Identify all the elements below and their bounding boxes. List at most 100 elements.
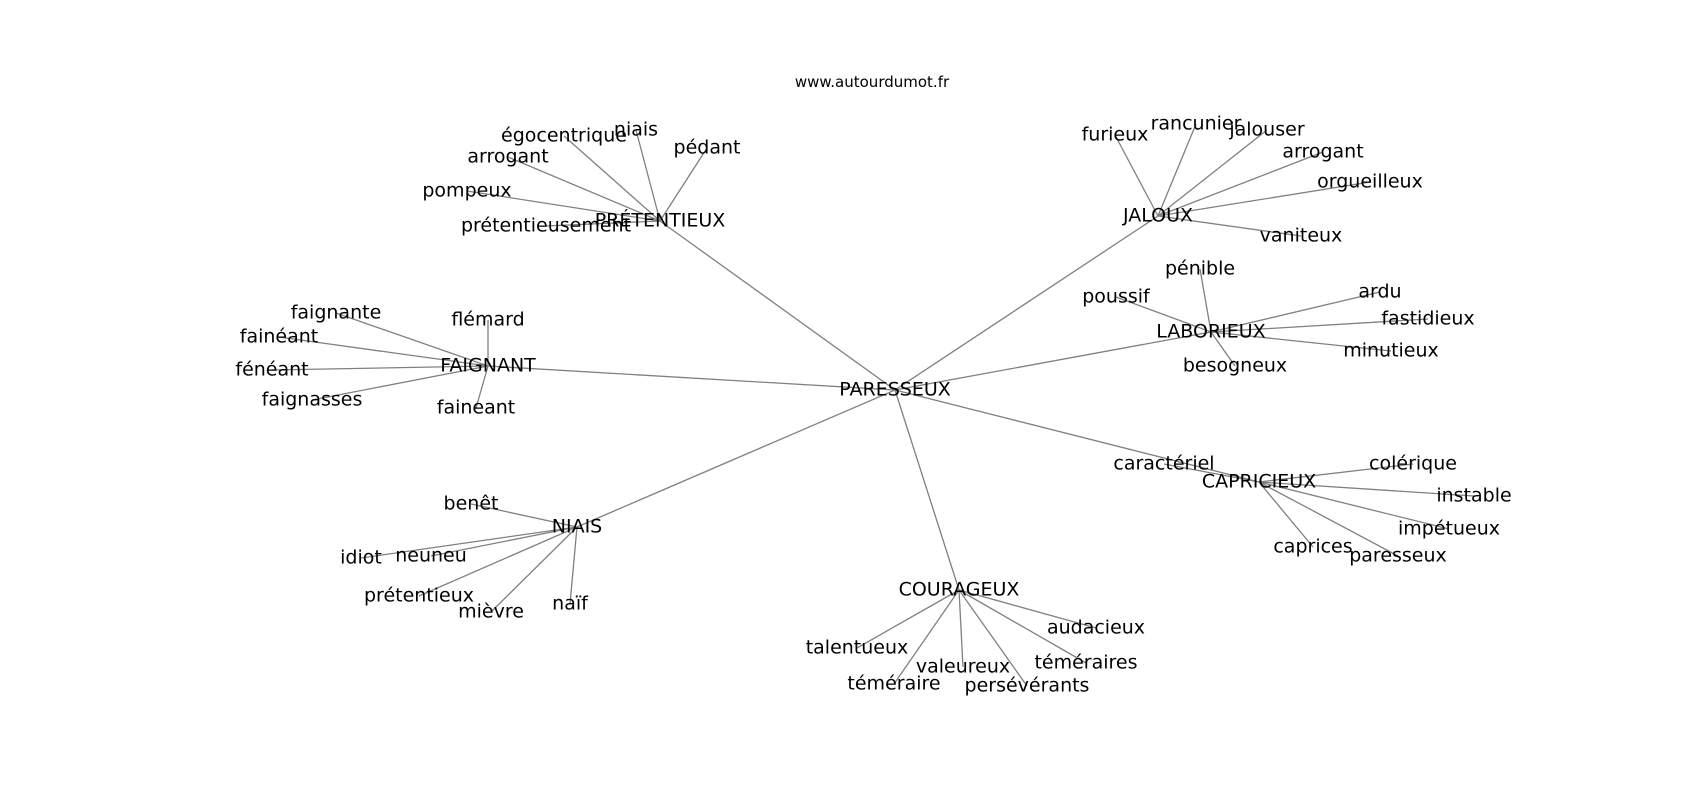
hub-node-label-jaloux: JALOUX <box>1122 205 1193 227</box>
leaf-node-label: égocentrique <box>501 125 627 147</box>
edge-jaloux-leaf <box>1157 215 1302 237</box>
leaf-node-label: besogneux <box>1183 355 1287 377</box>
leaf-node-label: furieux <box>1082 124 1149 146</box>
leaf-node-label: rancunier <box>1151 113 1242 135</box>
edge-laborieux-leaf <box>1210 318 1429 333</box>
leaf-node-label: arrogant <box>1282 141 1363 163</box>
edge-faignant-leaf <box>278 336 489 367</box>
edge-center-jaloux <box>894 215 1159 391</box>
edge-center-capricieux <box>894 389 1260 483</box>
leaf-node-label: poussif <box>1082 286 1151 308</box>
leaf-node-label: téméraire <box>847 673 940 695</box>
edge-pretentieux-leaf <box>635 129 661 222</box>
hub-node-label-faignant: FAIGNANT <box>440 355 536 377</box>
edge-pretentieux-leaf <box>659 147 708 222</box>
leaf-node-label: caprices <box>1273 536 1352 558</box>
leaf-node-label: jalouser <box>1228 119 1304 141</box>
leaf-node-label: flémard <box>451 309 524 331</box>
edge-jaloux-leaf <box>1157 181 1371 217</box>
edge-jaloux-leaf <box>1157 129 1268 217</box>
leaf-node-label: faineant <box>437 397 515 419</box>
hub-node-label-capricieux: CAPRICIEUX <box>1202 471 1316 493</box>
center-node-label: PARESSEUX <box>839 379 951 401</box>
edge-capricieux-leaf <box>1258 481 1450 530</box>
leaf-node-label: idiot <box>340 547 382 569</box>
leaf-node-label: fénéant <box>235 359 308 381</box>
edge-courageux-leaf <box>958 589 1097 629</box>
leaf-node-label: neuneu <box>395 545 467 567</box>
leaf-node-label: téméraires <box>1034 652 1137 674</box>
edge-pretentieux-leaf <box>507 156 661 222</box>
edge-center-courageux <box>894 389 960 591</box>
edge-center-faignant <box>487 365 896 391</box>
leaf-node-label: orgueilleux <box>1317 171 1423 193</box>
leaf-node-label: benêt <box>444 493 499 515</box>
edge-center-niais <box>576 389 896 528</box>
edge-courageux-leaf <box>958 589 1087 664</box>
hub-node-label-courageux: COURAGEUX <box>899 579 1020 601</box>
edge-faignant-leaf <box>475 365 489 409</box>
hub-node-label-pretentieux: PRÉTENTIEUX <box>595 209 726 232</box>
hub-node-label-laborieux: LABORIEUX <box>1156 321 1265 343</box>
edge-laborieux-leaf <box>1210 331 1236 367</box>
edge-courageux-leaf <box>893 589 960 685</box>
leaf-node-label: pédant <box>674 137 741 159</box>
edge-laborieux-leaf <box>1115 296 1212 333</box>
leaf-node-label: persévérants <box>965 675 1090 697</box>
edge-laborieux-leaf <box>1199 268 1212 333</box>
edge-niais-leaf <box>418 526 578 597</box>
edge-pretentieux-leaf <box>466 190 661 222</box>
leaf-node-label: impétueux <box>1398 518 1500 540</box>
leaf-node-label: mièvre <box>458 601 524 623</box>
edge-niais-leaf <box>490 526 578 613</box>
leaf-node-label: valeureux <box>916 656 1010 678</box>
edge-niais-leaf <box>569 526 578 605</box>
graph-edges <box>271 123 1475 687</box>
edge-jaloux-leaf <box>1157 151 1324 217</box>
source-url: www.autourdumot.fr <box>795 73 950 91</box>
edge-faignant-leaf <box>335 312 489 367</box>
leaf-node-label: paresseux <box>1349 545 1447 567</box>
edge-laborieux-leaf <box>1210 331 1392 352</box>
leaf-node-label: naïf <box>552 593 589 615</box>
leaf-node-label: prétentieusement <box>461 215 631 237</box>
edge-center-laborieux <box>894 331 1212 391</box>
edge-jaloux-leaf <box>1157 123 1197 217</box>
leaf-node-label: pompeux <box>422 180 511 202</box>
edge-capricieux-leaf <box>1258 481 1314 548</box>
leaf-node-label: niais <box>614 119 658 141</box>
edge-capricieux-leaf <box>1163 463 1260 483</box>
edge-pretentieux-leaf <box>545 220 661 227</box>
edge-capricieux-leaf <box>1258 481 1399 557</box>
edge-niais-leaf <box>470 503 578 528</box>
hub-node-label-niais: NIAIS <box>552 516 602 538</box>
leaf-node-label: faignante <box>291 302 382 324</box>
leaf-node-label: ardu <box>1358 281 1401 303</box>
leaf-node-label: vaniteux <box>1260 225 1343 247</box>
edge-capricieux-leaf <box>1258 463 1414 483</box>
leaf-node-label: pénible <box>1165 258 1235 280</box>
leaf-node-label: arrogant <box>467 146 548 168</box>
leaf-node-label: prétentieux <box>364 585 474 607</box>
leaf-node-label: audacieux <box>1047 617 1145 639</box>
edge-faignant-leaf <box>271 365 489 371</box>
edge-niais-leaf <box>430 526 578 557</box>
edge-courageux-leaf <box>856 589 960 649</box>
leaf-node-label: caractériel <box>1113 453 1214 475</box>
edge-jaloux-leaf <box>1114 134 1159 217</box>
edge-courageux-leaf <box>958 589 1028 687</box>
leaf-node-label: colérique <box>1369 453 1457 475</box>
edge-center-pretentieux <box>659 220 896 391</box>
leaf-node-label: talentueux <box>806 637 909 659</box>
edge-niais-leaf <box>360 526 578 559</box>
edge-faignant-leaf <box>311 365 489 401</box>
leaf-node-label: fastidieux <box>1381 308 1474 330</box>
leaf-node-label: minutieux <box>1343 340 1439 362</box>
edge-courageux-leaf <box>958 589 964 668</box>
leaf-node-label: faignasses <box>262 389 363 411</box>
edge-laborieux-leaf <box>1210 291 1381 333</box>
edge-pretentieux-leaf <box>563 135 661 222</box>
leaf-node-label: instable <box>1436 485 1511 507</box>
